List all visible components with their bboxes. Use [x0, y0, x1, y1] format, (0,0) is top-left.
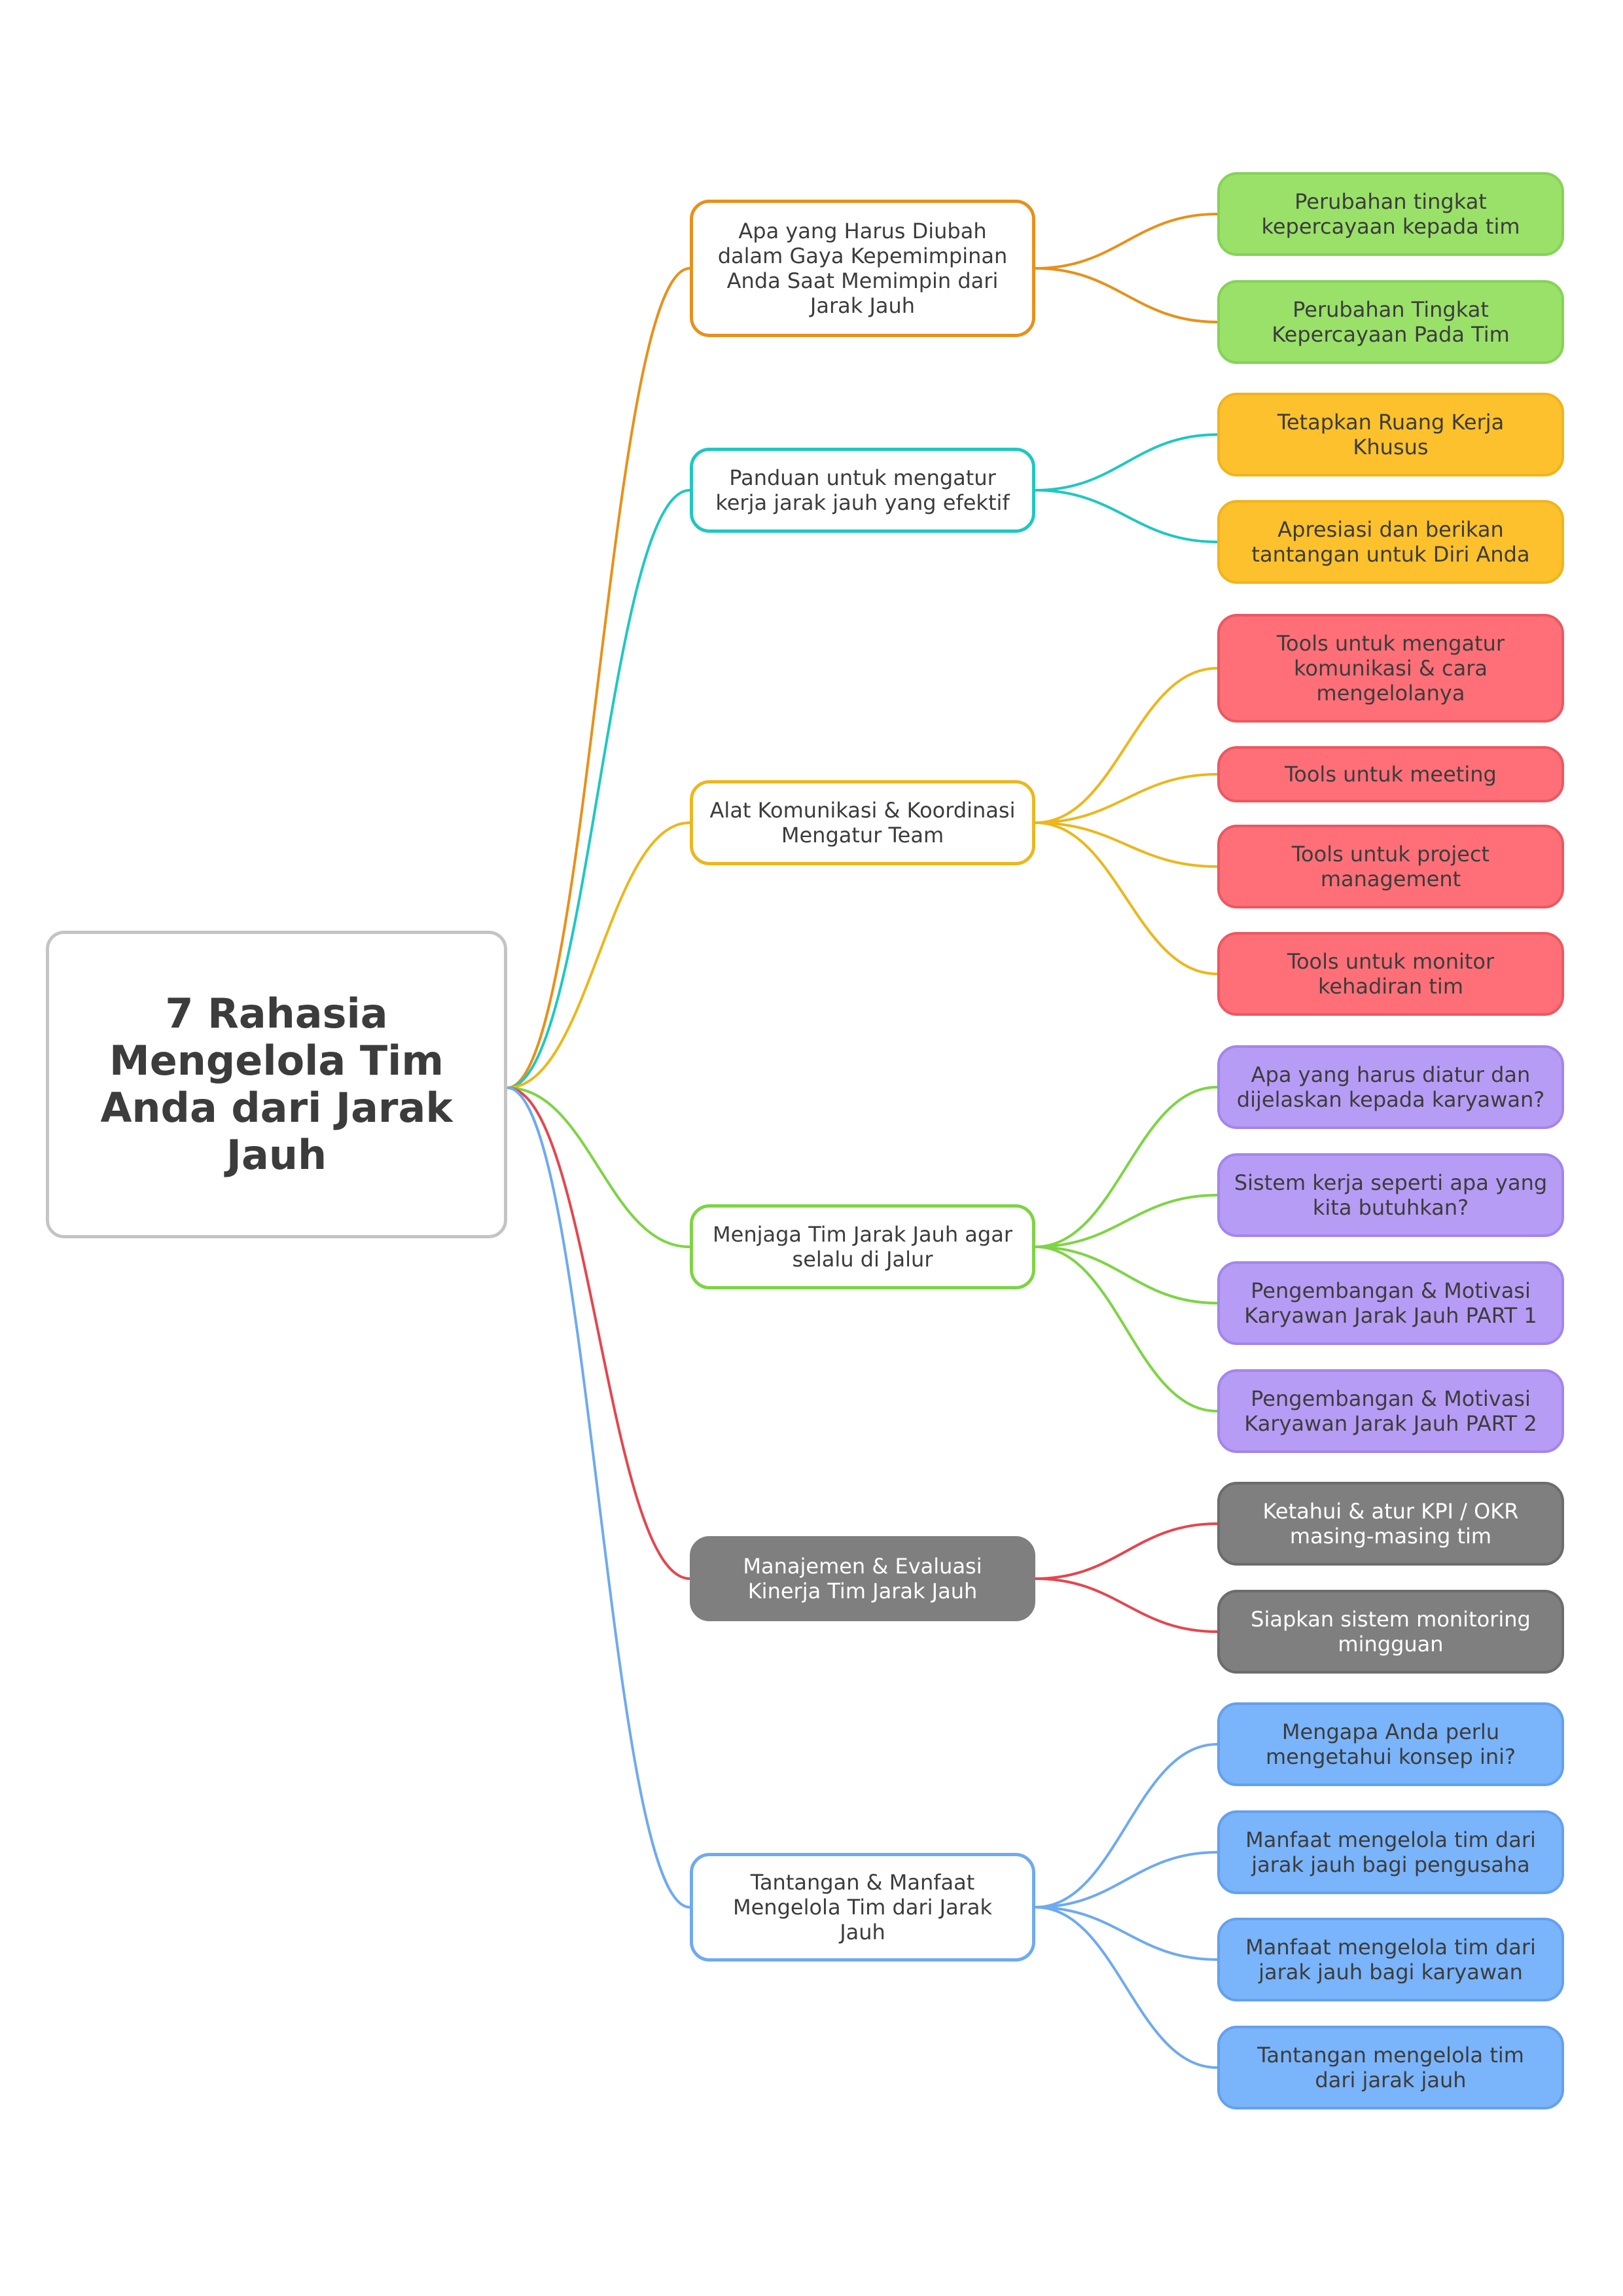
branch-3-leaf-4-label: Tools untuk monitor kehadiran tim	[1287, 949, 1495, 999]
branch-3-label: Alat Komunikasi & Koordinasi Mengatur Te…	[709, 798, 1016, 848]
connector-root-branch-6	[507, 1086, 690, 1909]
branch-4-leaf-2-label: Sistem kerja seperti apa yang kita butuh…	[1234, 1170, 1548, 1220]
branch-1[interactable]: Apa yang Harus Diubah dalam Gaya Kepemim…	[690, 200, 1035, 337]
connector-root-branch-4	[507, 1086, 690, 1248]
connector-branch-4-leaf-1	[1035, 1086, 1218, 1248]
branch-2[interactable]: Panduan untuk mengatur kerja jarak jauh …	[690, 448, 1035, 533]
branch-6-leaf-1-label: Mengapa Anda perlu mengetahui konsep ini…	[1265, 1719, 1516, 1769]
branch-5[interactable]: Manajemen & Evaluasi Kinerja Tim Jarak J…	[690, 1536, 1035, 1621]
branch-1-leaf-1-label: Perubahan tingkat kepercayaan kepada tim	[1261, 189, 1520, 239]
branch-4-leaf-3[interactable]: Pengembangan & Motivasi Karyawan Jarak J…	[1217, 1261, 1564, 1345]
connector-branch-3-leaf-2	[1035, 773, 1218, 824]
branch-2-leaf-2[interactable]: Apresiasi dan berikan tantangan untuk Di…	[1217, 500, 1564, 584]
branch-3-leaf-2[interactable]: Tools untuk meeting	[1217, 746, 1564, 802]
branch-2-label: Panduan untuk mengatur kerja jarak jauh …	[715, 465, 1010, 515]
branch-4-leaf-4[interactable]: Pengembangan & Motivasi Karyawan Jarak J…	[1217, 1369, 1564, 1453]
branch-3-leaf-3-label: Tools untuk project management	[1291, 842, 1490, 891]
branch-1-leaf-2[interactable]: Perubahan Tingkat Kepercayaan Pada Tim	[1217, 280, 1564, 364]
connector-branch-1-leaf-1	[1035, 213, 1218, 270]
connector-root-branch-1	[507, 267, 690, 1089]
connector-branch-6-leaf-1	[1035, 1743, 1218, 1909]
branch-5-leaf-2[interactable]: Siapkan sistem monitoring mingguan	[1217, 1590, 1564, 1674]
branch-2-leaf-1[interactable]: Tetapkan Ruang Kerja Khusus	[1217, 393, 1564, 476]
branch-3-leaf-3[interactable]: Tools untuk project management	[1217, 825, 1564, 908]
branch-5-leaf-1-label: Ketahui & atur KPI / OKR masing-masing t…	[1262, 1499, 1519, 1549]
connector-root-branch-5	[507, 1086, 690, 1580]
branch-3-leaf-1[interactable]: Tools untuk mengatur komunikasi & cara m…	[1217, 614, 1564, 723]
connector-branch-1-leaf-2	[1035, 267, 1218, 323]
branch-3-leaf-1-label: Tools untuk mengatur komunikasi & cara m…	[1276, 631, 1505, 706]
branch-5-leaf-1[interactable]: Ketahui & atur KPI / OKR masing-masing t…	[1217, 1482, 1564, 1566]
branch-6[interactable]: Tantangan & Manfaat Mengelola Tim dari J…	[690, 1853, 1035, 1962]
connector-branch-6-leaf-4	[1035, 1906, 1218, 2069]
root-topic[interactable]: 7 Rahasia Mengelola Tim Anda dari Jarak …	[46, 931, 507, 1238]
branch-5-label: Manajemen & Evaluasi Kinerja Tim Jarak J…	[743, 1554, 982, 1604]
branch-6-leaf-4[interactable]: Tantangan mengelola tim dari jarak jauh	[1217, 2026, 1564, 2109]
connector-branch-3-leaf-1	[1035, 667, 1218, 824]
connector-root-branch-2	[507, 489, 690, 1089]
branch-2-leaf-2-label: Apresiasi dan berikan tantangan untuk Di…	[1251, 517, 1530, 567]
branch-5-leaf-2-label: Siapkan sistem monitoring mingguan	[1251, 1607, 1531, 1657]
branch-6-leaf-2[interactable]: Manfaat mengelola tim dari jarak jauh ba…	[1217, 1810, 1564, 1894]
branch-1-leaf-1[interactable]: Perubahan tingkat kepercayaan kepada tim	[1217, 172, 1564, 256]
connector-root-branch-3	[507, 821, 690, 1089]
branch-4-leaf-1[interactable]: Apa yang harus diatur dan dijelaskan kep…	[1217, 1045, 1564, 1129]
branch-2-leaf-1-label: Tetapkan Ruang Kerja Khusus	[1277, 410, 1505, 459]
connector-branch-5-leaf-1	[1035, 1522, 1218, 1580]
connector-branch-4-leaf-4	[1035, 1246, 1218, 1412]
branch-4-leaf-1-label: Apa yang harus diatur dan dijelaskan kep…	[1236, 1062, 1545, 1112]
connector-branch-4-leaf-3	[1035, 1246, 1218, 1304]
branch-6-leaf-4-label: Tantangan mengelola tim dari jarak jauh	[1257, 2043, 1524, 2092]
branch-1-label: Apa yang Harus Diubah dalam Gaya Kepemim…	[717, 219, 1008, 318]
branch-4[interactable]: Menjaga Tim Jarak Jauh agar selalu di Ja…	[690, 1204, 1035, 1289]
branch-6-leaf-3-label: Manfaat mengelola tim dari jarak jauh ba…	[1245, 1935, 1536, 1984]
branch-4-label: Menjaga Tim Jarak Jauh agar selalu di Ja…	[713, 1222, 1012, 1272]
branch-6-leaf-3[interactable]: Manfaat mengelola tim dari jarak jauh ba…	[1217, 1918, 1564, 2001]
branch-4-leaf-3-label: Pengembangan & Motivasi Karyawan Jarak J…	[1244, 1278, 1537, 1328]
connector-branch-6-leaf-3	[1035, 1906, 1218, 1961]
connector-branch-4-leaf-2	[1035, 1194, 1218, 1248]
branch-6-leaf-1[interactable]: Mengapa Anda perlu mengetahui konsep ini…	[1217, 1702, 1564, 1786]
connector-branch-3-leaf-4	[1035, 821, 1218, 975]
connector-branch-5-leaf-2	[1035, 1577, 1218, 1633]
branch-3-leaf-4[interactable]: Tools untuk monitor kehadiran tim	[1217, 932, 1564, 1016]
branch-1-leaf-2-label: Perubahan Tingkat Kepercayaan Pada Tim	[1272, 297, 1510, 347]
branch-4-leaf-4-label: Pengembangan & Motivasi Karyawan Jarak J…	[1244, 1386, 1537, 1436]
connector-branch-3-leaf-3	[1035, 821, 1218, 868]
connector-branch-6-leaf-2	[1035, 1851, 1218, 1909]
branch-4-leaf-2[interactable]: Sistem kerja seperti apa yang kita butuh…	[1217, 1153, 1564, 1237]
connector-branch-2-leaf-1	[1035, 433, 1218, 492]
connector-branch-2-leaf-2	[1035, 489, 1218, 543]
branch-6-leaf-2-label: Manfaat mengelola tim dari jarak jauh ba…	[1245, 1827, 1536, 1877]
root-topic-title: 7 Rahasia Mengelola Tim Anda dari Jarak …	[100, 990, 453, 1179]
branch-6-label: Tantangan & Manfaat Mengelola Tim dari J…	[733, 1870, 992, 1945]
branch-3-leaf-2-label: Tools untuk meeting	[1285, 762, 1497, 787]
branch-3[interactable]: Alat Komunikasi & Koordinasi Mengatur Te…	[690, 780, 1035, 865]
